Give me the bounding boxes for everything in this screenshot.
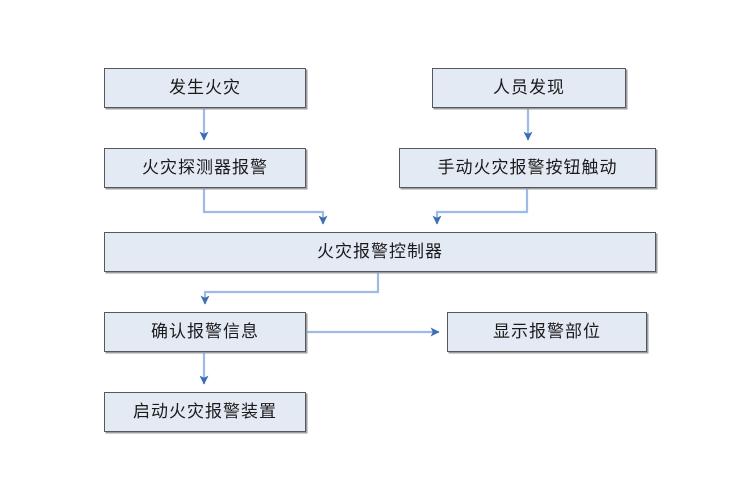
connector-controller-to-confirm [200,272,380,305]
node-fire[interactable]: 发生火灾 [104,68,306,108]
node-display[interactable]: 显示报警部位 [447,312,647,352]
node-person[interactable]: 人员发现 [432,68,626,108]
connector-detector-to-controller [202,188,328,225]
node-label-fire: 发生火灾 [169,78,241,97]
node-label-detector: 火灾探测器报警 [142,158,268,177]
node-label-manual: 手动火灾报警按钮触动 [437,158,618,177]
node-controller[interactable]: 火灾报警控制器 [104,232,656,272]
node-label-controller: 火灾报警控制器 [317,242,443,261]
node-manual[interactable]: 手动火灾报警按钮触动 [399,148,656,188]
node-label-activate: 启动火灾报警装置 [133,402,277,421]
node-label-confirm: 确认报警信息 [151,322,259,341]
connector-manual-to-controller [432,188,529,225]
node-detector[interactable]: 火灾探测器报警 [104,148,306,188]
node-activate[interactable]: 启动火灾报警装置 [104,392,306,432]
node-label-display: 显示报警部位 [493,322,601,341]
node-confirm[interactable]: 确认报警信息 [104,312,306,352]
node-label-person: 人员发现 [493,78,565,97]
